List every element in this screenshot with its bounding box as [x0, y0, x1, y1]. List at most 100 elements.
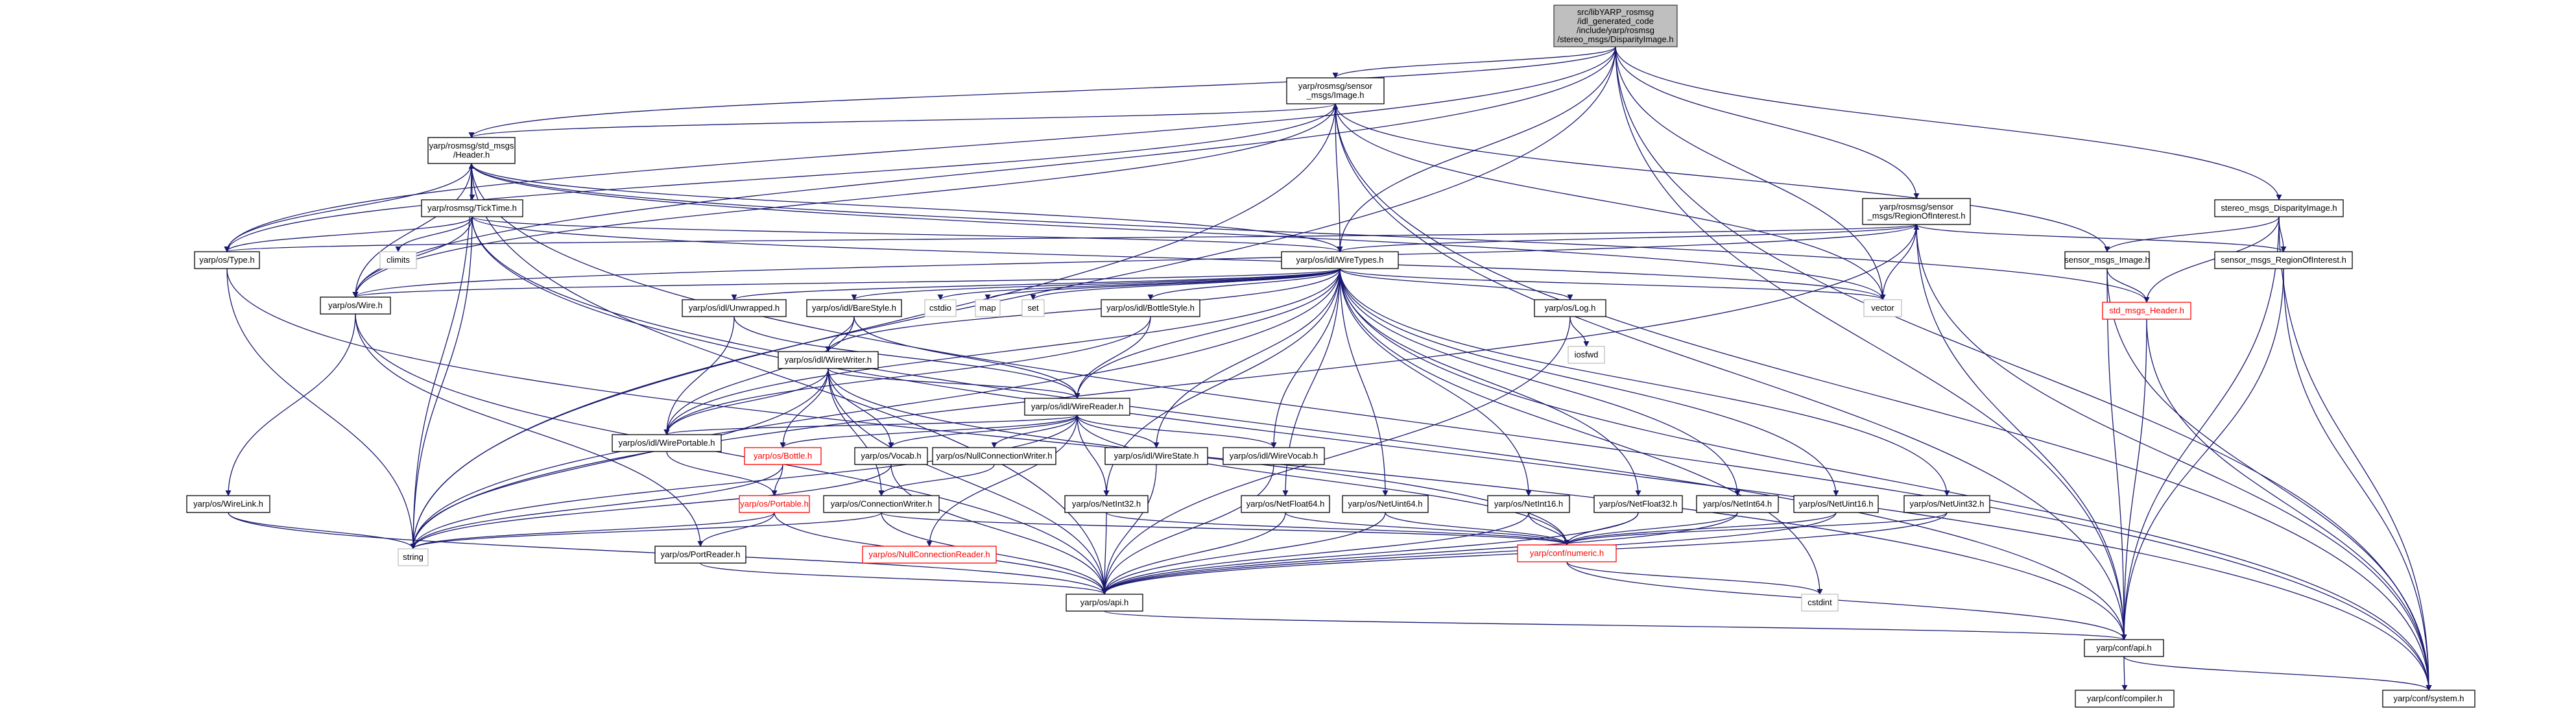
edge-sensor_image-to-wiretypes — [1335, 103, 1343, 252]
edge-wirelink-to-string — [228, 512, 416, 549]
node-box — [739, 495, 810, 513]
node-label: string — [403, 552, 423, 562]
edge-sensor_image-to-vector — [1335, 103, 1886, 300]
node-std-msgs-header[interactable]: std_msgs_Header.h — [2102, 302, 2191, 320]
node-label: yarp/os/NetInt32.h — [1072, 499, 1141, 509]
node-log[interactable]: yarp/os/Log.h — [1534, 299, 1606, 317]
edge-netfloat64-to-osapi — [1101, 512, 1286, 595]
edge-root-to-std_header — [468, 46, 1616, 138]
node-box — [924, 299, 957, 317]
edge-bottle-to-portable — [771, 464, 783, 496]
node-map[interactable]: map — [975, 299, 1001, 317]
node-netint16[interactable]: yarp/os/NetInt16.h — [1487, 495, 1570, 513]
edge-wiretypes-to-wirestate — [1153, 268, 1341, 448]
node-unwrapped[interactable]: yarp/os/idl/Unwrapped.h — [682, 299, 787, 317]
node-barestyle[interactable]: yarp/os/idl/BareStyle.h — [806, 299, 902, 317]
node-label: src/libYARP_rosmsg/idl_generated_code/in… — [1557, 7, 1673, 44]
node-box — [1534, 299, 1606, 317]
edge-root-to-wiretypes — [1337, 46, 1616, 252]
node-box — [2084, 639, 2164, 657]
node-cstdio[interactable]: cstdio — [924, 299, 957, 317]
node-bottlestyle[interactable]: yarp/os/idl/BottleStyle.h — [1101, 299, 1200, 317]
node-netfloat32[interactable]: yarp/os/NetFloat32.h — [1593, 495, 1683, 513]
node-wirelink[interactable]: yarp/os/WireLink.h — [186, 495, 270, 513]
node-stereo-disp[interactable]: stereo_msgs_DisparityImage.h — [2214, 199, 2344, 217]
node-root[interactable]: src/libYARP_rosmsg/idl_generated_code/in… — [1553, 5, 1678, 47]
edge-barestyle-to-wireportable — [663, 316, 855, 435]
node-numeric[interactable]: yarp/conf/numeric.h — [1517, 544, 1617, 562]
node-std-header[interactable]: yarp/rosmsg/std_msgs/Header.h — [427, 137, 516, 164]
edge-wiretypes-to-unwrapped — [731, 268, 1341, 300]
node-box — [186, 495, 270, 513]
edge-unwrapped-to-wirereader — [733, 316, 1080, 399]
edge-root-to-sensor_image — [1332, 46, 1616, 78]
edge-barestyle-to-wirereader — [853, 316, 1080, 399]
node-portreader[interactable]: yarp/os/PortReader.h — [654, 546, 746, 564]
node-confapi[interactable]: yarp/conf/api.h — [2084, 639, 2164, 657]
node-netuint64[interactable]: yarp/os/NetUint64.h — [1342, 495, 1429, 513]
edge-wirereader-to-wirestate — [1077, 415, 1160, 448]
node-sensor-msgs-roi[interactable]: sensor_msgs_RegionOfInterest.h — [2214, 251, 2353, 269]
node-climits[interactable]: climits — [379, 251, 417, 269]
node-box — [1101, 299, 1200, 317]
node-portable[interactable]: yarp/os/Portable.h — [739, 495, 810, 513]
node-netuint32[interactable]: yarp/os/NetUint32.h — [1903, 495, 1990, 513]
edge-ticktime-to-climits — [395, 216, 473, 252]
node-sensor-image[interactable]: yarp/rosmsg/sensor_msgs/Image.h — [1286, 77, 1385, 104]
node-wiretypes[interactable]: yarp/os/idl/WireTypes.h — [1281, 251, 1399, 269]
edge-wiretypes-to-netfloat32 — [1339, 268, 1641, 496]
edge-std_header-to-vector — [471, 163, 1886, 300]
node-type[interactable]: yarp/os/Type.h — [194, 251, 260, 269]
edge-std_msgs_header-to-system — [2146, 319, 2432, 691]
node-netfloat64[interactable]: yarp/os/NetFloat64.h — [1241, 495, 1330, 513]
node-box — [1241, 495, 1330, 513]
edge-portable-to-string — [410, 512, 775, 549]
node-system[interactable]: yarp/conf/system.h — [2382, 690, 2475, 708]
edge-bottlestyle-to-wirereader — [1074, 316, 1151, 399]
node-ticktime[interactable]: yarp/rosmsg/TickTime.h — [421, 199, 523, 217]
node-wireportable[interactable]: yarp/os/idl/WirePortable.h — [612, 434, 722, 452]
node-osapi[interactable]: yarp/os/api.h — [1066, 594, 1143, 612]
node-cstdint[interactable]: cstdint — [1801, 594, 1839, 612]
node-label: map — [979, 303, 996, 313]
edge-portable-to-portreader — [697, 512, 775, 547]
node-label: yarp/os/NetUint64.h — [1348, 499, 1423, 509]
node-box — [854, 447, 928, 465]
node-netint64[interactable]: yarp/os/NetInt64.h — [1696, 495, 1779, 513]
node-sensor-msgs-image[interactable]: sensor_msgs_Image.h — [2064, 251, 2150, 269]
node-box — [427, 137, 516, 164]
node-roi[interactable]: yarp/rosmsg/sensor_msgs/RegionOfInterest… — [1862, 198, 1971, 225]
node-bottle[interactable]: yarp/os/Bottle.h — [744, 447, 822, 465]
edge-wiretypes-to-wirewriter — [825, 268, 1341, 352]
edge-wirereader-to-bottle — [780, 415, 1078, 448]
edge-wiretypes-to-netuint32 — [1339, 268, 1950, 496]
node-nullconnreader[interactable]: yarp/os/NullConnectionReader.h — [862, 546, 997, 564]
node-label: yarp/os/Portable.h — [740, 499, 809, 509]
node-iosfwd[interactable]: iosfwd — [1568, 346, 1605, 364]
edge-log-to-osapi — [1101, 316, 1571, 595]
node-label: cstdio — [929, 303, 951, 313]
node-wirevocab[interactable]: yarp/os/idl/WireVocab.h — [1222, 447, 1325, 465]
edge-type-to-string — [226, 268, 416, 549]
edge-wirereader-to-vocab — [888, 415, 1078, 448]
edge-connwriter-to-string — [410, 512, 882, 549]
node-set[interactable]: set — [1021, 299, 1045, 317]
node-vocab[interactable]: yarp/os/Vocab.h — [854, 447, 928, 465]
node-wirewriter[interactable]: yarp/os/idl/WireWriter.h — [778, 351, 879, 369]
nodes-layer: src/libYARP_rosmsg/idl_generated_code/in… — [186, 5, 2475, 708]
node-netint32[interactable]: yarp/os/NetInt32.h — [1064, 495, 1149, 513]
node-compiler[interactable]: yarp/conf/compiler.h — [2075, 690, 2175, 708]
node-wirestate[interactable]: yarp/os/idl/WireState.h — [1104, 447, 1208, 465]
node-nullconnwriter[interactable]: yarp/os/NullConnectionWriter.h — [932, 447, 1056, 465]
edge-roi-to-system — [1916, 224, 2432, 691]
node-string[interactable]: string — [398, 548, 429, 566]
node-label: yarp/rosmsg/sensor_msgs/Image.h — [1298, 81, 1373, 100]
node-netuint16[interactable]: yarp/os/NetUint16.h — [1793, 495, 1879, 513]
edge-numeric-to-cstdint — [1566, 561, 1823, 595]
node-vector[interactable]: vector — [1863, 299, 1902, 317]
node-label: yarp/conf/system.h — [2393, 693, 2464, 703]
node-wire[interactable]: yarp/os/Wire.h — [320, 296, 391, 315]
edge-wirereader-to-numeric — [1077, 415, 1570, 546]
node-wirereader[interactable]: yarp/os/idl/WireReader.h — [1024, 398, 1130, 416]
node-connwriter[interactable]: yarp/os/ConnectionWriter.h — [823, 495, 940, 513]
